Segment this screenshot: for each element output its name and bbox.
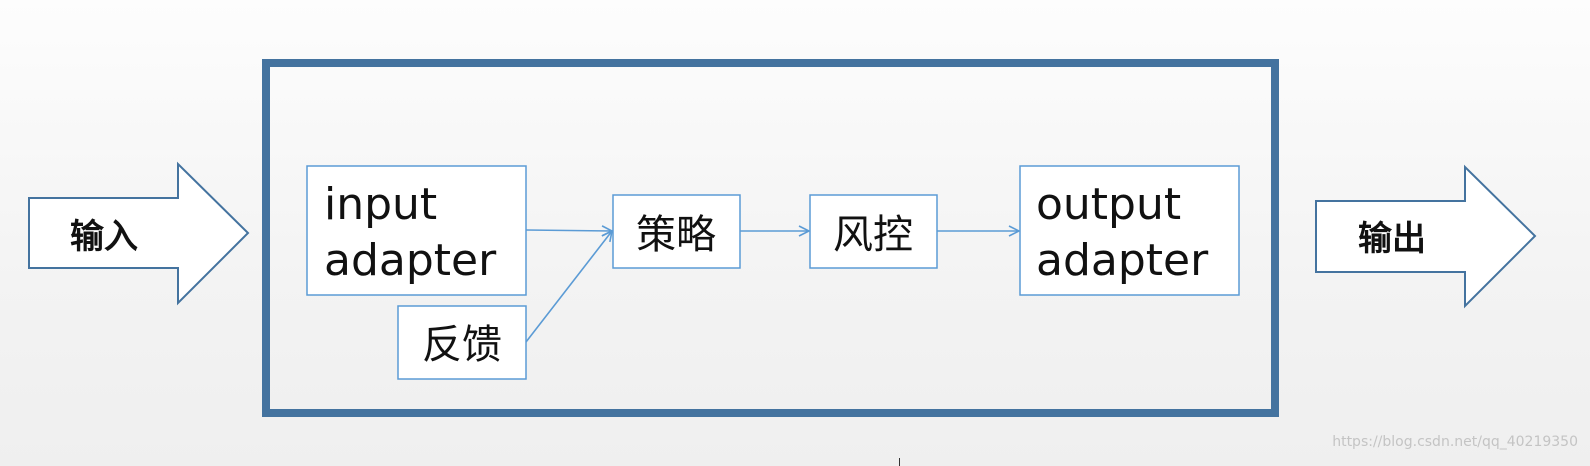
output-arrow-label: 输出 (1358, 219, 1426, 259)
strategy-node: 策略 (612, 194, 741, 269)
output-adapter-line2: adapter (1036, 235, 1209, 286)
strategy-label: 策略 (636, 212, 716, 258)
connector-input-to-strategy (525, 230, 612, 231)
input-adapter-line1: input (324, 179, 437, 230)
output-arrow: 输出 (1315, 164, 1537, 309)
input-arrow-label: 输入 (70, 217, 138, 257)
feedback-node: 反馈 (397, 305, 527, 380)
input-arrow: 输入 (28, 161, 250, 306)
bottom-tick-mark (899, 458, 900, 466)
feedback-label: 反馈 (422, 322, 502, 368)
watermark: https://blog.csdn.net/qq_40219350 (1332, 434, 1578, 450)
system-container (262, 59, 1279, 417)
svg-text:input adapter: input adapter (324, 179, 497, 286)
output-adapter-line1: output (1036, 179, 1181, 230)
risk-control-label: 风控 (833, 212, 913, 258)
risk-control-node: 风控 (809, 194, 938, 269)
input-adapter-node: input adapter (306, 165, 527, 296)
input-adapter-line2: adapter (324, 235, 497, 286)
output-adapter-node: output adapter (1019, 165, 1240, 296)
connector-feedback-to-strategy (525, 231, 612, 343)
svg-text:output adapter: output adapter (1036, 179, 1209, 286)
